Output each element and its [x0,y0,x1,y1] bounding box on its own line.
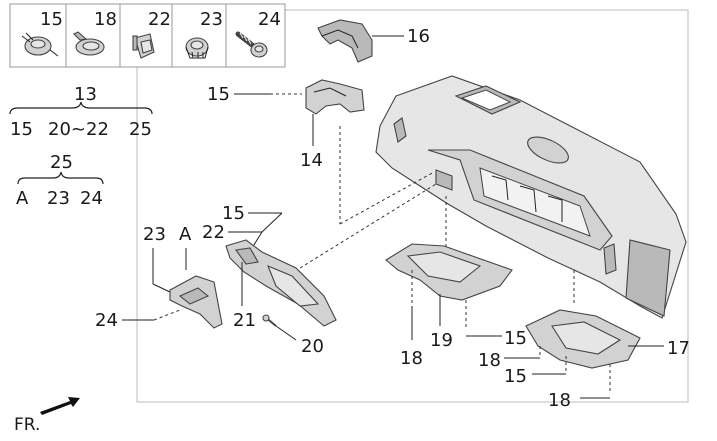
group-13-member-25: 25 [129,119,152,140]
strip-label-24: 24 [258,9,281,30]
callout-15-low2: 15 [504,366,527,387]
clip-22-icon [132,33,155,59]
screw-24-icon [235,31,268,58]
group-25-member-23: 23 [47,188,70,209]
group-13-brace [9,101,153,115]
group-25-member-24: 24 [80,188,103,209]
strip-label-23: 23 [200,9,223,30]
part-14-bracket: 15 14 [207,79,365,171]
callout-a: A [179,224,192,245]
group-25-number: 25 [50,152,73,173]
part-16-cover: 16 [317,19,430,63]
clip-18-icon [73,31,105,56]
callout-15-top: 15 [207,84,230,105]
callout-18-a: 18 [400,348,423,369]
group-13-member-20-22: 20~22 [48,119,109,140]
nut-23-icon [185,37,209,59]
front-label: FR. [14,415,40,435]
group-25-brace [17,171,104,185]
callout-15-mid: 15 [222,203,245,224]
part-21-panel: 15 22 21 [202,203,337,331]
strip-label-22: 22 [148,9,171,30]
callout-19: 19 [430,330,453,351]
callout-16: 16 [407,26,430,47]
part-17-undercover: 17 18 15 18 [478,309,690,411]
clip-15-icon [21,32,59,57]
fastener-strip: 15 18 22 23 24 [9,3,286,68]
strip-label-18: 18 [94,9,117,30]
callout-15-low: 15 [504,328,527,349]
group-25-member-a: A [16,188,29,209]
strip-label-15: 15 [40,9,63,30]
front-direction-indicator: FR. [14,397,80,435]
group-13-number: 13 [74,84,97,105]
callout-17: 17 [667,338,690,359]
drawing-frame [136,9,689,403]
part-20-screw: 20 [262,314,324,357]
group-13: 13 15 20~22 25 [9,84,153,140]
callout-14: 14 [300,150,323,171]
callout-18-b: 18 [478,350,501,371]
instrument-panel-body [375,75,687,319]
group-13-member-15: 15 [10,119,33,140]
callout-22-mid: 22 [202,222,225,243]
callout-21: 21 [233,310,256,331]
connector-lines [299,126,575,304]
callout-23: 23 [143,224,166,245]
callout-24: 24 [95,310,118,331]
callout-20: 20 [301,336,324,357]
front-arrow-icon [40,397,80,415]
part-a-box: 23 A 24 [95,224,223,331]
callout-18-c: 18 [548,390,571,411]
group-25: 25 A 23 24 [16,152,104,209]
part-19-undercover: 18 19 15 [385,243,527,369]
